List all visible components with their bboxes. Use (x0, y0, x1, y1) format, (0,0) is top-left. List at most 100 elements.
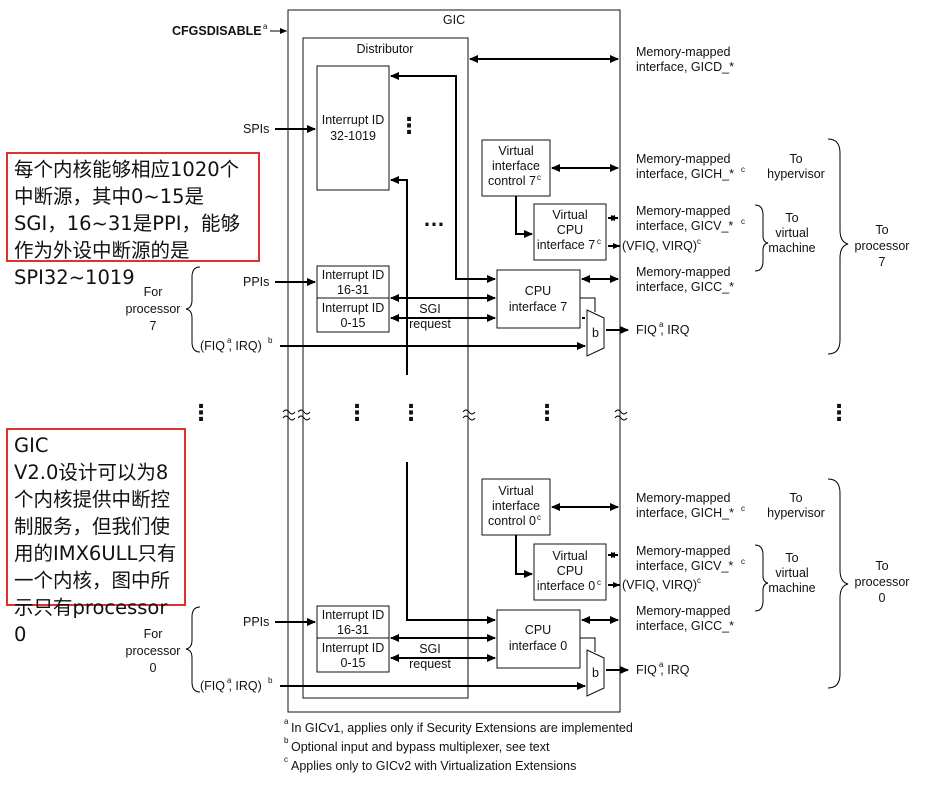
fiq0-out-sup: a (659, 660, 664, 669)
fiq7-in-sup-b: b (268, 336, 273, 345)
fiq0-in-label: (FIQ , IRQ) (200, 679, 262, 693)
fiq0-out-label: FIQ , IRQ (636, 663, 690, 677)
virtual-interface-control-7: Virtual interface control 7 c (481, 139, 551, 197)
gicd-label-2: interface, GICD_* (636, 60, 734, 74)
vic7-line-2: interface (492, 159, 540, 173)
cpu7-line-2: interface 7 (509, 300, 567, 314)
hyp0-line-1: To (789, 491, 802, 505)
vm0-line-1: To (785, 551, 798, 565)
fiq7-in-sup: a (227, 336, 232, 345)
mux-7: b (586, 309, 605, 357)
annotation-note-interrupt-sources: 每个内核能够相应1020个中断源，其中0~15是SGI，16~31是PPI，能够… (6, 152, 260, 289)
note-2-line-4: 制服务，但我们使 (14, 515, 171, 538)
ppi0-line-2: 16-31 (337, 623, 369, 637)
gich7-label-2: interface, GICH_* (636, 167, 734, 181)
sgi-req0-line-1: SGI (419, 642, 441, 656)
gicv0-label-2: interface, GICV_* (636, 559, 733, 573)
ppi-interrupt-box-0: Interrupt ID 16-31 (316, 605, 390, 639)
vfiq0-label: (VFIQ, VIRQ) (622, 578, 697, 592)
break-marks (282, 409, 628, 421)
vcpu7-sup: c (597, 237, 601, 246)
hyp7-line-1: To (789, 152, 802, 166)
hyp7-line-2: hypervisor (767, 167, 825, 181)
virtual-cpu-interface-7: Virtual CPU interface 7 c (533, 203, 607, 261)
for7-line-2: processor (126, 302, 181, 316)
footnote-b-mark: b (284, 736, 289, 745)
gicv0-sup: c (741, 557, 745, 566)
vic0-line-3: control 0 (488, 514, 536, 528)
for7-line-3: 7 (150, 319, 157, 333)
continuation-dots: ⋮ ⋮ ⋮ ⋮ ⋮ (190, 400, 850, 425)
cpu-interface-0: CPU interface 0 (496, 609, 581, 669)
note-2-line-3: 个内核提供中断控 (14, 488, 171, 511)
ppi7-line-2: 16-31 (337, 283, 369, 297)
fiq0-in-sup-b: b (268, 676, 273, 685)
gicc7-label-1: Memory-mapped (636, 265, 731, 279)
vfiq7-sup: c (697, 237, 701, 246)
virtual-interface-control-0: Virtual interface control 0 c (481, 478, 551, 536)
for7-line-1: For (144, 285, 163, 299)
gicv7-sup: c (741, 217, 745, 226)
ppi7-line-1: Interrupt ID (322, 268, 385, 282)
gich0-label-1: Memory-mapped (636, 491, 731, 505)
gic-box: GIC (287, 9, 621, 713)
to0-line-2: processor (855, 575, 910, 589)
svg-text:⋮: ⋮ (190, 400, 212, 425)
vic7-sup: c (537, 173, 541, 182)
vfiq0-sup: c (697, 576, 701, 585)
gicc0-label-1: Memory-mapped (636, 604, 731, 618)
cfgsdisable-input: CFGSDISABLE a (172, 22, 287, 38)
ppis0-label: PPIs (243, 615, 269, 629)
fiq7-out-label: FIQ , IRQ (636, 323, 690, 337)
hyp0-line-2: hypervisor (767, 506, 825, 520)
gich7-sup: c (741, 165, 745, 174)
annotation-note-processor-count: GIC V2.0设计可以为8 个内核提供中断控 制服务，但我们使 用的IMX6U… (6, 428, 186, 646)
fiq0-in-sup: a (227, 676, 232, 685)
svg-text:⋮: ⋮ (828, 400, 850, 425)
vic0-sup: c (537, 513, 541, 522)
note-2-line-1: GIC (14, 434, 49, 457)
spi-interrupt-label-2: 32-1019 (330, 129, 376, 143)
vm7-line-2: virtual (775, 226, 808, 240)
footnote-b: Optional input and bypass multiplexer, s… (291, 740, 550, 754)
processor-0-section: Virtual interface control 0 c Memory-map… (126, 478, 910, 697)
cpu0-line-1: CPU (525, 623, 551, 637)
vcpu0-line-3: interface 0 (537, 579, 595, 593)
footnote-c: Applies only to GICv2 with Virtualizatio… (291, 759, 576, 773)
gicv7-label-1: Memory-mapped (636, 204, 731, 218)
note-2-line-5: 用的IMX6ULL只有 (14, 542, 177, 565)
ppi-interrupt-box-7: Interrupt ID 16-31 (316, 265, 390, 299)
footnote-a-mark: a (284, 717, 289, 726)
gicv7-label-2: interface, GICV_* (636, 219, 733, 233)
sgi-req7-line-1: SGI (419, 302, 441, 316)
for0-line-1: For (144, 627, 163, 641)
sgi0-line-1: Interrupt ID (322, 641, 385, 655)
gicv0-label-1: Memory-mapped (636, 544, 731, 558)
ppis7-label: PPIs (243, 275, 269, 289)
fiq7-out-sup: a (659, 320, 664, 329)
sgi-interrupt-box-7: Interrupt ID 0-15 (316, 297, 390, 333)
cfgsdisable-label: CFGSDISABLE (172, 24, 262, 38)
spi-interrupt-box: Interrupt ID 32-1019 (316, 65, 390, 191)
note-2-line-2: V2.0设计可以为8 (14, 461, 169, 484)
svg-text:⋮: ⋮ (346, 400, 368, 425)
fiq7-in-label: (FIQ , IRQ) (200, 339, 262, 353)
processor-7-section: Virtual interface control 7 c Memory-map… (126, 72, 909, 357)
distributor-box: Distributor (302, 37, 469, 699)
vcpu7-line-1: Virtual (552, 208, 587, 222)
cpu0-line-2: interface 0 (509, 639, 567, 653)
ppi0-line-1: Interrupt ID (322, 608, 385, 622)
distributor-title: Distributor (357, 42, 414, 56)
mux7-label: b (592, 326, 599, 340)
sgi-interrupt-box-0: Interrupt ID 0-15 (316, 637, 390, 673)
virtual-cpu-interface-0: Virtual CPU interface 0 c (533, 543, 607, 601)
vm0-line-3: machine (768, 581, 815, 595)
gicc0-label-2: interface, GICC_* (636, 619, 734, 633)
gicd-label-1: Memory-mapped (636, 45, 731, 59)
cfgsdisable-sup: a (263, 22, 268, 31)
vic0-line-2: interface (492, 499, 540, 513)
for0-line-2: processor (126, 644, 181, 658)
vcpu0-line-1: Virtual (552, 549, 587, 563)
spi-interrupt-label-1: Interrupt ID (322, 113, 385, 127)
